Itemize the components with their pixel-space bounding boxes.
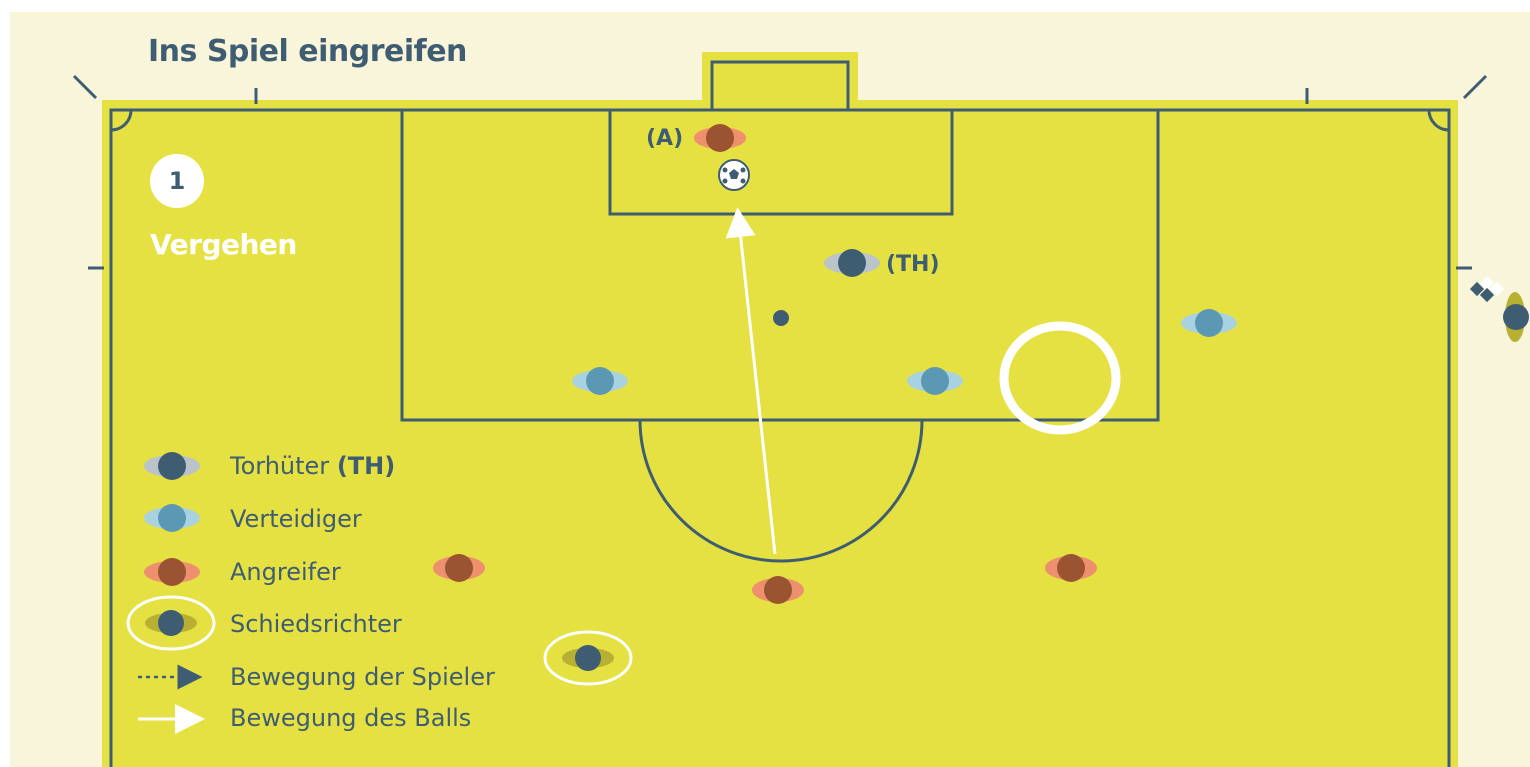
football-icon: [719, 160, 749, 190]
step-number: 1: [169, 167, 186, 195]
legend-defender-label: Verteidiger: [230, 505, 362, 533]
corner-mark-right: [1464, 76, 1486, 98]
legend-goalkeeper: Torhüter (TH): [230, 452, 395, 480]
legend-goalkeeper-label: Torhüter: [230, 452, 329, 480]
attacker-a-label: (A): [646, 126, 683, 151]
legend-attacker-label: Angreifer: [230, 558, 341, 586]
step-number-badge: 1: [150, 154, 204, 208]
legend-ball-movement-label: Bewegung des Balls: [230, 704, 471, 732]
soccer-field: [10, 12, 1530, 767]
legend-goalkeeper-abbr: (TH): [337, 452, 395, 480]
assistant-referee: [1503, 292, 1529, 342]
legend-referee-label: Schiedsrichter: [230, 610, 402, 638]
corner-flag-icon: [1470, 276, 1504, 302]
diagram-canvas: Ins Spiel eingreifen 1 Vergehen (A) (TH)…: [10, 12, 1530, 767]
page-title: Ins Spiel eingreifen: [148, 34, 467, 69]
pitch: [74, 52, 1486, 767]
corner-mark-left: [74, 76, 96, 98]
legend-player-movement-label: Bewegung der Spieler: [230, 663, 495, 691]
goalkeeper-label: (TH): [886, 252, 940, 277]
step-title: Vergehen: [150, 228, 297, 261]
penalty-spot: [773, 310, 789, 326]
